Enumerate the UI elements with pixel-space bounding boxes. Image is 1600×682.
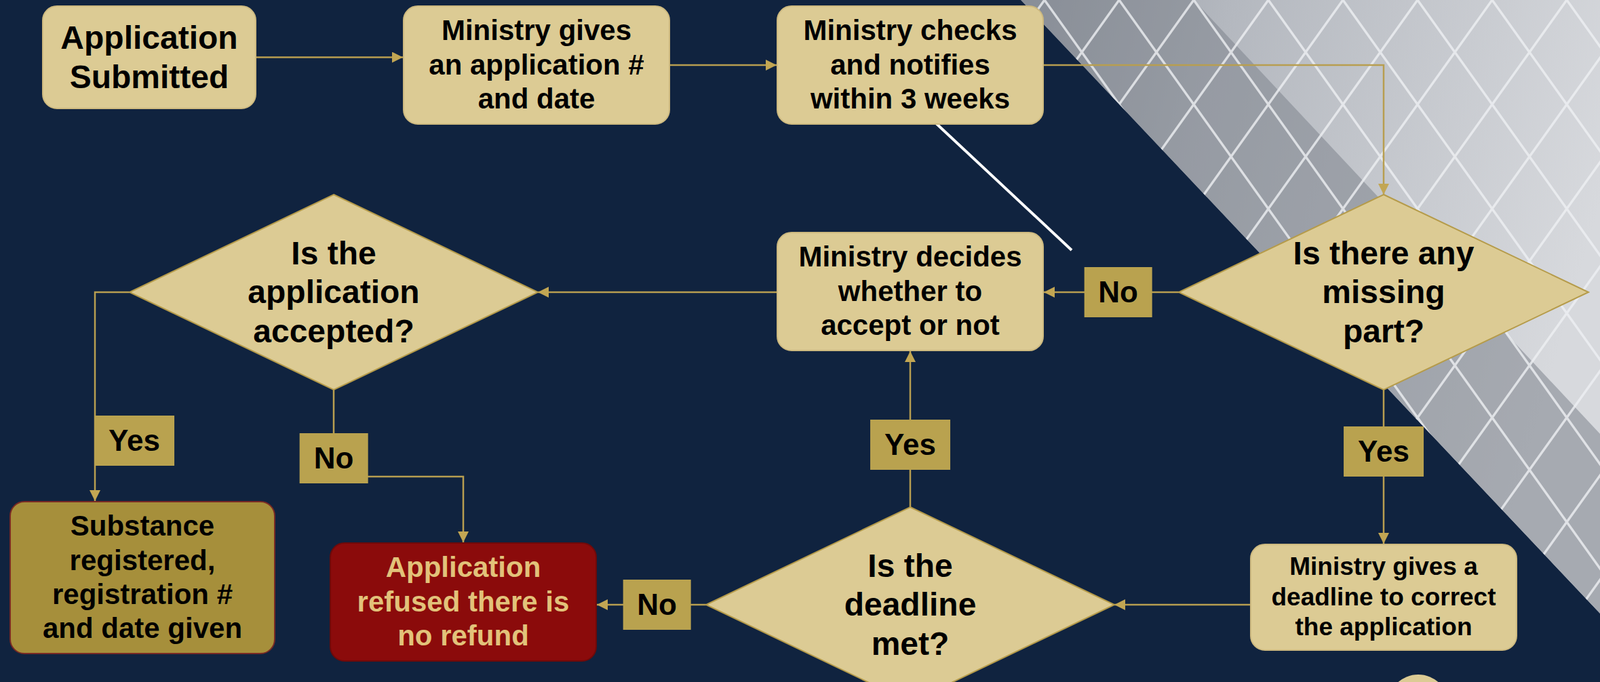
refusal-box: Application refused there is no refund bbox=[329, 542, 597, 662]
node-text: Is there any missing part? bbox=[1281, 233, 1486, 352]
node-text: Substance registered, registration # and… bbox=[33, 509, 251, 647]
connector-arrow bbox=[1114, 604, 1251, 607]
decision-diamond: Is the application accepted? bbox=[129, 194, 538, 390]
white-stripe bbox=[923, 111, 1072, 251]
start-box: Application Submitted bbox=[42, 5, 257, 110]
node-text: Application refused there is no refund bbox=[347, 550, 579, 654]
node-text: Application Submitted bbox=[47, 18, 251, 97]
edge-label: Yes bbox=[1343, 426, 1424, 477]
process-box: Ministry checks and notifies within 3 we… bbox=[776, 5, 1044, 125]
process-box: Ministry gives an application # and date bbox=[402, 5, 671, 125]
node-text: Ministry decides whether to accept or no… bbox=[793, 240, 1028, 343]
edge-label: Yes bbox=[94, 415, 175, 466]
process-box: Ministry gives a deadline to correct the… bbox=[1250, 543, 1518, 652]
success-box: Substance registered, registration # and… bbox=[9, 501, 276, 655]
corner-disc bbox=[1387, 674, 1449, 682]
edge-label: No bbox=[299, 433, 369, 484]
connector-arrow bbox=[256, 56, 403, 59]
decision-diamond: Is there any missing part? bbox=[1178, 194, 1589, 390]
node-text: Ministry checks and notifies within 3 we… bbox=[796, 13, 1025, 116]
edge-label: No bbox=[1083, 267, 1153, 318]
node-text: Is the deadline met? bbox=[811, 546, 1009, 665]
node-text: Ministry gives an application # and date bbox=[423, 13, 651, 116]
connector-arrow bbox=[537, 291, 777, 294]
edge-label: No bbox=[622, 579, 692, 631]
connector-arrow bbox=[670, 64, 777, 67]
process-box: Ministry decides whether to accept or no… bbox=[776, 231, 1044, 352]
decision-diamond: Is the deadline met? bbox=[706, 507, 1115, 682]
connector-arrow bbox=[94, 292, 130, 502]
edge-label: Yes bbox=[870, 419, 951, 471]
node-text: Is the application accepted? bbox=[231, 233, 436, 352]
node-text: Ministry gives a deadline to correct the… bbox=[1264, 552, 1503, 643]
connector-arrow bbox=[1043, 65, 1384, 195]
